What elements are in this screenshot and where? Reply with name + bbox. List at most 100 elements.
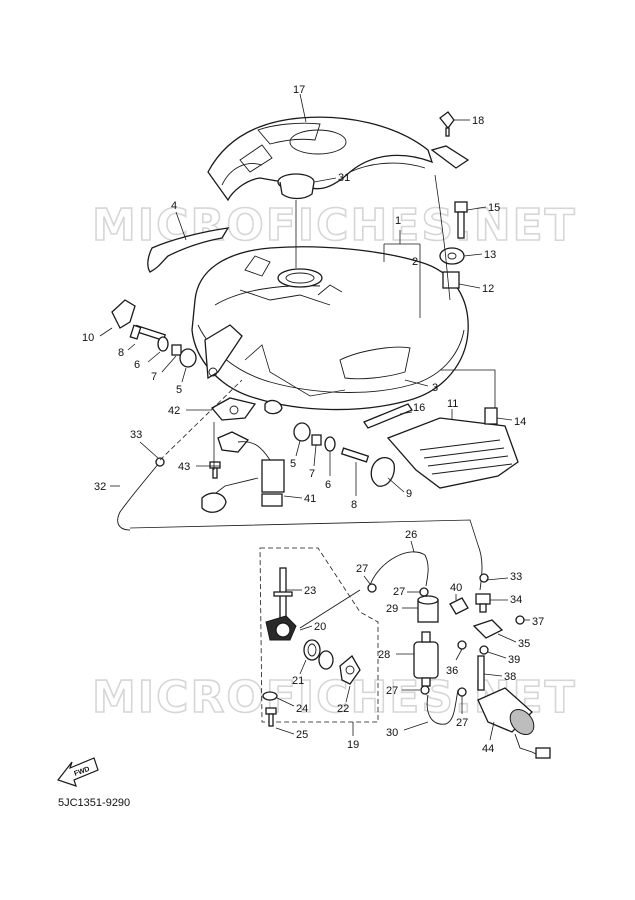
part-33-clip-right[interactable] bbox=[479, 573, 489, 583]
callout-8-left: 8 bbox=[118, 347, 124, 359]
part-28-filter[interactable] bbox=[413, 631, 439, 687]
callout-25: 25 bbox=[296, 729, 308, 741]
part-9-rubber[interactable] bbox=[370, 457, 395, 487]
part-19-assembly-box bbox=[259, 547, 379, 723]
part-36-screw[interactable] bbox=[457, 640, 467, 650]
part-27-clip-d[interactable] bbox=[457, 687, 467, 697]
callout-38: 38 bbox=[504, 671, 516, 683]
part-40-joint[interactable] bbox=[449, 597, 469, 615]
part-7-collar-left[interactable] bbox=[171, 344, 182, 356]
callout-36: 36 bbox=[446, 665, 458, 677]
callout-17: 17 bbox=[293, 84, 305, 96]
callout-26: 26 bbox=[405, 529, 417, 541]
callout-13: 13 bbox=[484, 249, 496, 261]
callout-7-left: 7 bbox=[151, 371, 157, 383]
callout-33-right: 33 bbox=[510, 571, 522, 583]
part-fuel-tank[interactable] bbox=[191, 246, 469, 411]
callout-12: 12 bbox=[482, 283, 494, 295]
part-18-screw[interactable] bbox=[439, 111, 455, 137]
diagram-code: 5JC1351-9290 bbox=[58, 797, 130, 809]
part-21-oring[interactable] bbox=[303, 639, 321, 661]
callout-27-c: 27 bbox=[386, 685, 398, 697]
part-pipe-pair[interactable] bbox=[299, 589, 361, 629]
part-12-collar[interactable] bbox=[442, 271, 460, 289]
part-13-damper[interactable] bbox=[439, 247, 465, 265]
part-41-sender[interactable] bbox=[201, 431, 285, 513]
callout-44: 44 bbox=[482, 743, 494, 755]
part-11-cover[interactable] bbox=[386, 417, 519, 489]
callout-41: 41 bbox=[304, 493, 316, 505]
part-29-pump[interactable] bbox=[417, 595, 439, 623]
part-32-hose[interactable] bbox=[117, 461, 161, 531]
part-8-bolt-right[interactable] bbox=[340, 447, 370, 463]
callout-11: 11 bbox=[447, 398, 458, 410]
part-22-lever[interactable] bbox=[339, 655, 361, 685]
callout-1: 1 bbox=[395, 215, 401, 227]
callout-37: 37 bbox=[532, 616, 544, 628]
callout-5-left: 5 bbox=[176, 384, 182, 396]
part-26-hose[interactable] bbox=[369, 551, 429, 587]
callout-7-right: 7 bbox=[309, 468, 315, 480]
part-6-washer-left[interactable] bbox=[157, 336, 169, 352]
callout-32: 32 bbox=[94, 481, 106, 493]
part-clip-center[interactable] bbox=[264, 399, 283, 415]
part-17-cover[interactable] bbox=[207, 116, 434, 202]
part-14-collar[interactable] bbox=[484, 407, 498, 425]
part-bracket-18[interactable] bbox=[430, 145, 470, 169]
part-24-washer[interactable] bbox=[262, 691, 278, 701]
callout-31: 31 bbox=[338, 172, 350, 184]
callout-28: 28 bbox=[378, 649, 390, 661]
callout-10: 10 bbox=[82, 332, 94, 344]
part-27-clip-c[interactable] bbox=[420, 685, 430, 695]
part-42-plate[interactable] bbox=[210, 397, 257, 421]
part-16-strip[interactable] bbox=[363, 403, 413, 429]
callout-22: 22 bbox=[337, 703, 349, 715]
callout-5-right: 5 bbox=[290, 458, 296, 470]
callout-3: 3 bbox=[432, 382, 438, 394]
callout-16: 16 bbox=[413, 402, 425, 414]
callout-24: 24 bbox=[296, 703, 308, 715]
callout-39: 39 bbox=[508, 654, 520, 666]
callout-6-right: 6 bbox=[325, 479, 331, 491]
part-10-holder[interactable] bbox=[111, 299, 136, 329]
part-43-bolt[interactable] bbox=[209, 461, 221, 479]
part-34-fitting[interactable] bbox=[475, 593, 491, 613]
part-15-bolt[interactable] bbox=[454, 201, 468, 239]
callout-8-right: 8 bbox=[351, 499, 357, 511]
part-4-bracket[interactable] bbox=[147, 227, 230, 273]
part-31-fuel-cap[interactable] bbox=[277, 173, 315, 200]
callout-4: 4 bbox=[171, 200, 177, 212]
part-39-clip[interactable] bbox=[479, 645, 489, 655]
part-30-hose[interactable] bbox=[426, 689, 459, 725]
callout-14: 14 bbox=[514, 416, 526, 428]
callout-43: 43 bbox=[178, 461, 190, 473]
part-bracket-left[interactable] bbox=[204, 324, 243, 380]
part-hose-33[interactable] bbox=[477, 544, 483, 591]
part-44-pump[interactable] bbox=[477, 687, 551, 759]
callout-2: 2 bbox=[412, 256, 418, 268]
callout-42: 42 bbox=[168, 405, 180, 417]
part-6-washer-right[interactable] bbox=[324, 436, 336, 452]
part-35-bracket[interactable] bbox=[472, 619, 504, 639]
part-33-clip-left[interactable] bbox=[155, 457, 165, 467]
callout-27-b: 27 bbox=[393, 586, 405, 598]
part-7-collar-right[interactable] bbox=[311, 434, 322, 446]
callout-9: 9 bbox=[406, 488, 412, 500]
part-25-screw[interactable] bbox=[265, 707, 277, 727]
callout-21: 21 bbox=[292, 675, 304, 687]
callout-23: 23 bbox=[304, 585, 316, 597]
part-23-filter-pipe[interactable] bbox=[273, 567, 293, 625]
callout-40: 40 bbox=[450, 582, 462, 594]
callout-29: 29 bbox=[386, 603, 398, 615]
part-27-clip-b[interactable] bbox=[419, 587, 429, 597]
callout-27-d: 27 bbox=[456, 717, 468, 729]
part-20-fuel-cock[interactable] bbox=[265, 615, 297, 641]
part-38-pipe[interactable] bbox=[477, 655, 485, 691]
part-gasket-ring[interactable] bbox=[318, 650, 334, 670]
part-5-damper-left[interactable] bbox=[179, 348, 197, 368]
callout-18: 18 bbox=[472, 115, 484, 127]
part-37-screw[interactable] bbox=[515, 615, 525, 625]
callout-30: 30 bbox=[386, 727, 398, 739]
part-27-clip-a[interactable] bbox=[367, 583, 377, 593]
part-5-damper-right[interactable] bbox=[293, 422, 311, 442]
